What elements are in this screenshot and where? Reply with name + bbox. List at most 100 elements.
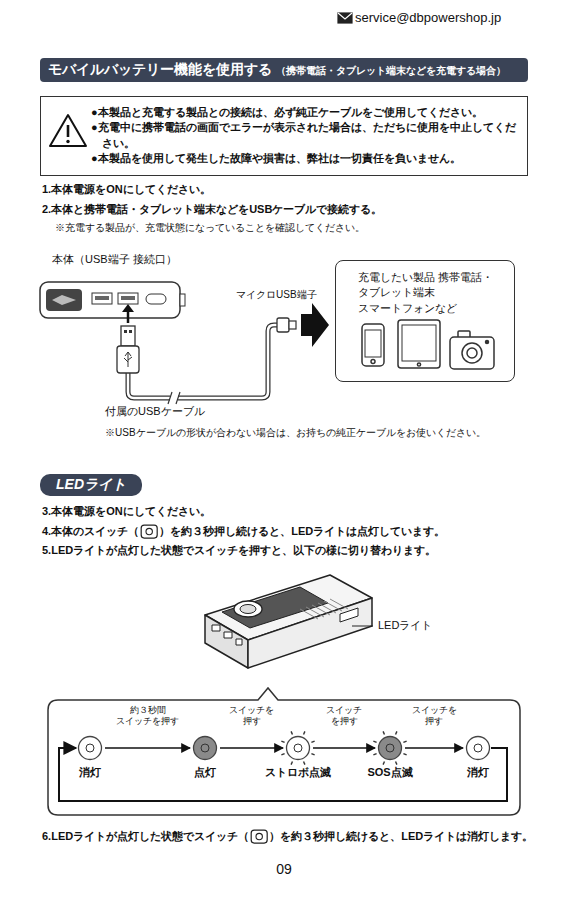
switch-icon: [256, 833, 262, 839]
part-label: マイクロUSB端子: [236, 289, 317, 301]
usb-cable: [121, 326, 135, 346]
transition-arrow: [313, 747, 375, 748]
envelope-icon: [338, 13, 352, 19]
power-bank-3d: [222, 587, 328, 628]
light-ray: [373, 741, 376, 742]
transition-arrow: [105, 747, 190, 748]
section-heading: モバイルバッテリー機能を使用する: [48, 61, 272, 79]
mode-circle: [294, 744, 302, 752]
step-text: 4.本体のスイッチ（: [42, 525, 139, 538]
device-icons: [467, 348, 477, 358]
warning-text: ●本製品を使用して発生した故障や損害は、弊社は一切責任を負いません。: [91, 151, 517, 166]
mode-symbol: [377, 735, 403, 761]
edge-label: スイッチ を押す: [320, 705, 368, 728]
warning-text: ●充電中に携帯電話の画面でエラーが表示された場合は、ただちに使用を中止してくださ…: [91, 120, 517, 151]
power-bank: [46, 289, 82, 311]
mode-circle: [201, 744, 209, 752]
mode-circle: [287, 737, 310, 760]
insert-arrow: [122, 304, 134, 312]
usb-cable: [168, 392, 172, 404]
insert-arrow: [122, 304, 134, 323]
step-text: 3.本体電源をONにしてください。: [42, 505, 211, 518]
power-bank-3d: [340, 608, 358, 622]
transition-arrow: [59, 748, 507, 801]
usb-cable: [277, 318, 289, 332]
power-bank: [146, 294, 166, 304]
mode-state: SOS点滅: [377, 735, 403, 761]
warning-triangle: [50, 115, 86, 146]
mode-symbol: [192, 735, 218, 761]
device-icons: [365, 330, 381, 357]
step-text: ）を約３秒押し続けると、LEDライトは消灯します。: [269, 830, 533, 843]
warning-box: ●本製品と充電する製品との接続は、必ず純正ケーブルをご使用してください。●充電中…: [40, 96, 528, 176]
light-ray: [373, 754, 376, 755]
state-label: SOS点滅: [367, 765, 412, 780]
mode-circle: [379, 737, 402, 760]
power-bank: [118, 293, 138, 304]
state-label: ストロボ点滅: [265, 765, 331, 780]
mode-circle: [467, 737, 490, 760]
light-ray: [403, 741, 406, 742]
device-box: 充電したい製品 携帯電話・タブレット端末 スマートフォンなど: [335, 260, 515, 382]
light-ray: [396, 731, 397, 734]
mode-circle: [194, 737, 217, 760]
switch-icon: [141, 525, 157, 538]
device-text: 充電したい製品 携帯電話・タブレット端末 スマートフォンなど: [358, 270, 498, 316]
light-ray: [304, 731, 305, 734]
power-bank-3d: [240, 605, 256, 614]
section-subheading: （携帯電話・タブレット端末などを充電する場合）: [276, 64, 506, 78]
mode-circle: [474, 744, 482, 752]
vent-line: [306, 607, 324, 617]
usb-cable: [289, 321, 296, 329]
power-bank-3d: [205, 575, 372, 668]
device-icons: [371, 360, 375, 364]
light-ray: [383, 731, 384, 734]
part-label: 本体（USB端子 接続口）: [52, 253, 177, 266]
device-icons: [417, 363, 420, 366]
device-icons: [486, 341, 489, 344]
vent-line: [324, 601, 342, 611]
power-bank: [92, 293, 112, 304]
part-label: LEDライト: [378, 619, 432, 632]
device-icons: [362, 320, 494, 369]
edge-label: スイッチを 押す: [410, 705, 458, 728]
vent-line: [330, 599, 348, 609]
device-icons: [402, 325, 436, 361]
usb-cable: [128, 325, 277, 398]
device-icons: [362, 324, 384, 366]
mode-circle: [386, 744, 394, 752]
usb-cable: [117, 346, 139, 373]
edge-label: スイッチを 押す: [228, 705, 276, 728]
state-label: 消灯: [467, 765, 489, 780]
usb-cable: [124, 330, 127, 333]
step-text: ）を約３秒押し続けると、LEDライトは点灯しています。: [159, 525, 445, 538]
light-ray: [311, 741, 314, 742]
part-label: 付属のUSBケーブル: [105, 405, 205, 418]
mode-state: 消灯: [77, 735, 103, 761]
state-label: 消灯: [79, 765, 101, 780]
device-icons: [462, 343, 482, 363]
light-ray: [291, 761, 292, 764]
power-bank-3d: [234, 601, 262, 617]
usb-cable: [128, 325, 277, 398]
state-label: 点灯: [194, 765, 216, 780]
power-bank-3d: [236, 639, 242, 645]
usb-cable: [129, 330, 132, 333]
device-icons: [450, 337, 494, 369]
contact-email: service@dbpowershop.jp: [355, 10, 501, 26]
envelope-icon: [338, 13, 352, 23]
leader-line: [352, 626, 373, 627]
warning-text: ●本製品と充電する製品との接続は、必ず純正ケーブルをご使用してください。: [91, 105, 517, 120]
usb-cable: [176, 392, 180, 404]
power-bank-3d: [224, 632, 232, 638]
light-ray: [291, 731, 292, 734]
direction-arrow: [301, 303, 329, 347]
note-text: ※USBケーブルの形状が合わない場合は、お持ちの純正ケーブルをお使いください。: [105, 427, 486, 439]
power-bank: [52, 295, 76, 305]
light-ray: [396, 761, 397, 764]
transition-arrow: [220, 747, 283, 748]
note-text: ※充電する製品が、充電状態になっていることを確認してください。: [55, 222, 365, 234]
step-text: 1.本体電源をONにしてください。: [42, 183, 211, 196]
step-text: 5.LEDライトが点灯した状態でスイッチを押すと、以下の様に切り替わります。: [42, 544, 436, 557]
mode-circle: [79, 737, 102, 760]
